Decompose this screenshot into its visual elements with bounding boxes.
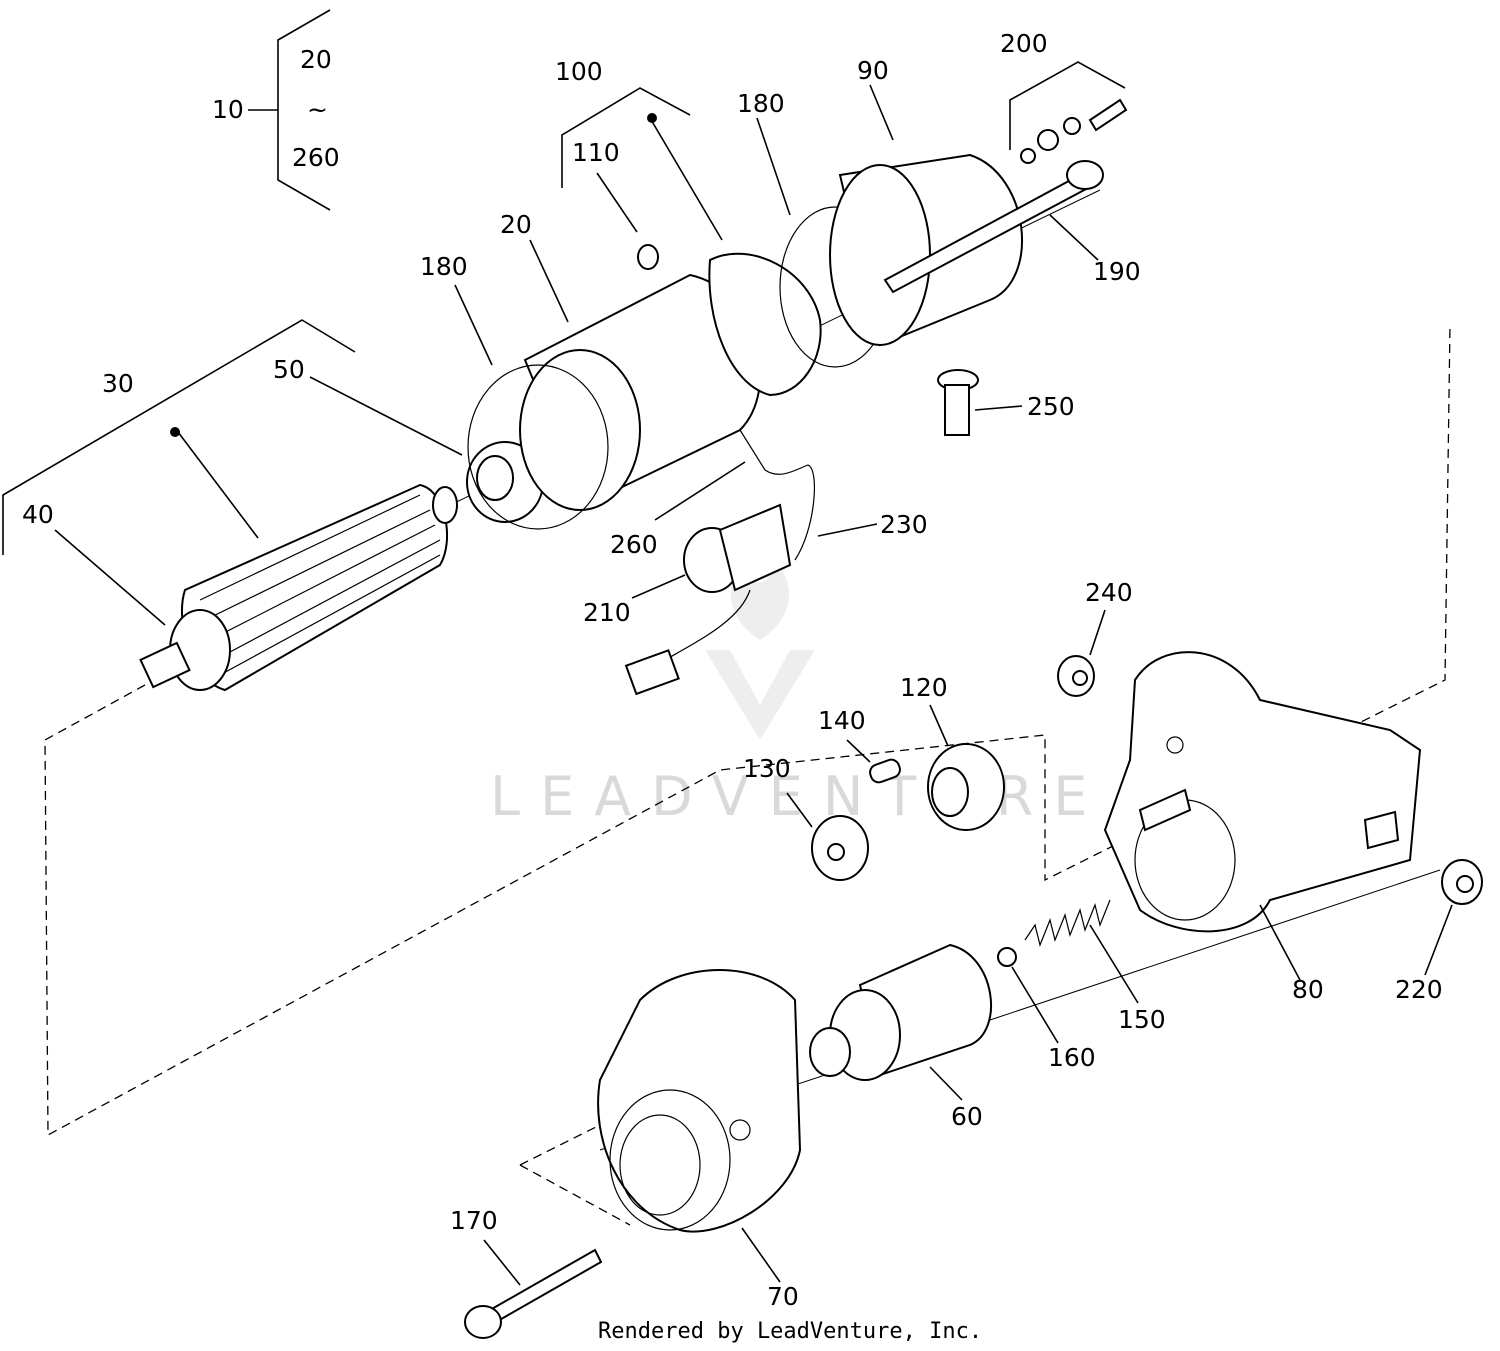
callout-90: 90 — [857, 56, 889, 85]
gear-120 — [927, 743, 1005, 831]
callout-70: 70 — [767, 1282, 799, 1311]
sensor-210 — [624, 503, 792, 696]
through-bolt-190 — [883, 160, 1104, 294]
spring-150 — [1024, 899, 1111, 947]
bracket-100 — [561, 87, 691, 188]
callout-60: 60 — [951, 1102, 983, 1131]
nut-240 — [1057, 655, 1095, 697]
bullet-30 — [170, 427, 180, 437]
footer-credit: Rendered by LeadVenture, Inc. — [598, 1319, 982, 1344]
bullet-100 — [647, 113, 657, 123]
bracket-10 — [248, 9, 331, 211]
ball-160 — [997, 947, 1017, 967]
leader-lines — [54, 84, 1453, 1286]
callout-140: 140 — [818, 706, 866, 735]
callout-180-lower: 180 — [420, 252, 468, 281]
housing-80 — [1103, 651, 1422, 933]
callout-labels: 10 20 ~ 260 100 110 180 90 200 190 20 18… — [22, 29, 1443, 1311]
callout-40: 40 — [22, 500, 54, 529]
rear-cover-90 — [829, 153, 1023, 347]
nut-220 — [1441, 859, 1483, 905]
callout-110: 110 — [572, 138, 620, 167]
bracket-30 — [2, 319, 356, 555]
callout-240: 240 — [1085, 578, 1133, 607]
callout-210: 210 — [583, 598, 631, 627]
screw-set-200 — [1020, 98, 1128, 164]
brush-holder — [637, 244, 822, 397]
armature — [139, 483, 458, 692]
bracket-200 — [1009, 61, 1126, 150]
callout-200: 200 — [1000, 29, 1048, 58]
callout-20: 20 — [500, 210, 532, 239]
callout-130: 130 — [743, 754, 791, 783]
callout-80: 80 — [1292, 975, 1324, 1004]
callout-tilde: ~ — [307, 95, 328, 124]
callout-150: 150 — [1118, 1005, 1166, 1034]
callout-50: 50 — [273, 355, 305, 384]
callout-260-range: 260 — [292, 143, 340, 172]
callout-100: 100 — [555, 57, 603, 86]
callout-180-upper: 180 — [737, 89, 785, 118]
screw-250 — [937, 369, 979, 436]
terminal-stud — [1363, 810, 1400, 850]
callout-30: 30 — [102, 369, 134, 398]
pin-140 — [869, 758, 901, 784]
overrunning-clutch-60 — [809, 943, 992, 1081]
callout-250: 250 — [1027, 392, 1075, 421]
callout-220: 220 — [1395, 975, 1443, 1004]
callout-10: 10 — [212, 95, 244, 124]
callout-120: 120 — [900, 673, 948, 702]
callout-260: 260 — [610, 530, 658, 559]
callout-190: 190 — [1093, 257, 1141, 286]
callout-160: 160 — [1048, 1043, 1096, 1072]
front-bracket-70 — [597, 969, 802, 1233]
callout-20-range: 20 — [300, 45, 332, 74]
dashed-boundary — [44, 324, 1451, 1137]
watermark-text: LEADVENTURE — [490, 765, 1107, 828]
callout-230: 230 — [880, 510, 928, 539]
yoke — [467, 273, 816, 561]
callout-170: 170 — [450, 1206, 498, 1235]
carrier-130 — [811, 815, 869, 881]
bolt-170 — [464, 1248, 603, 1339]
